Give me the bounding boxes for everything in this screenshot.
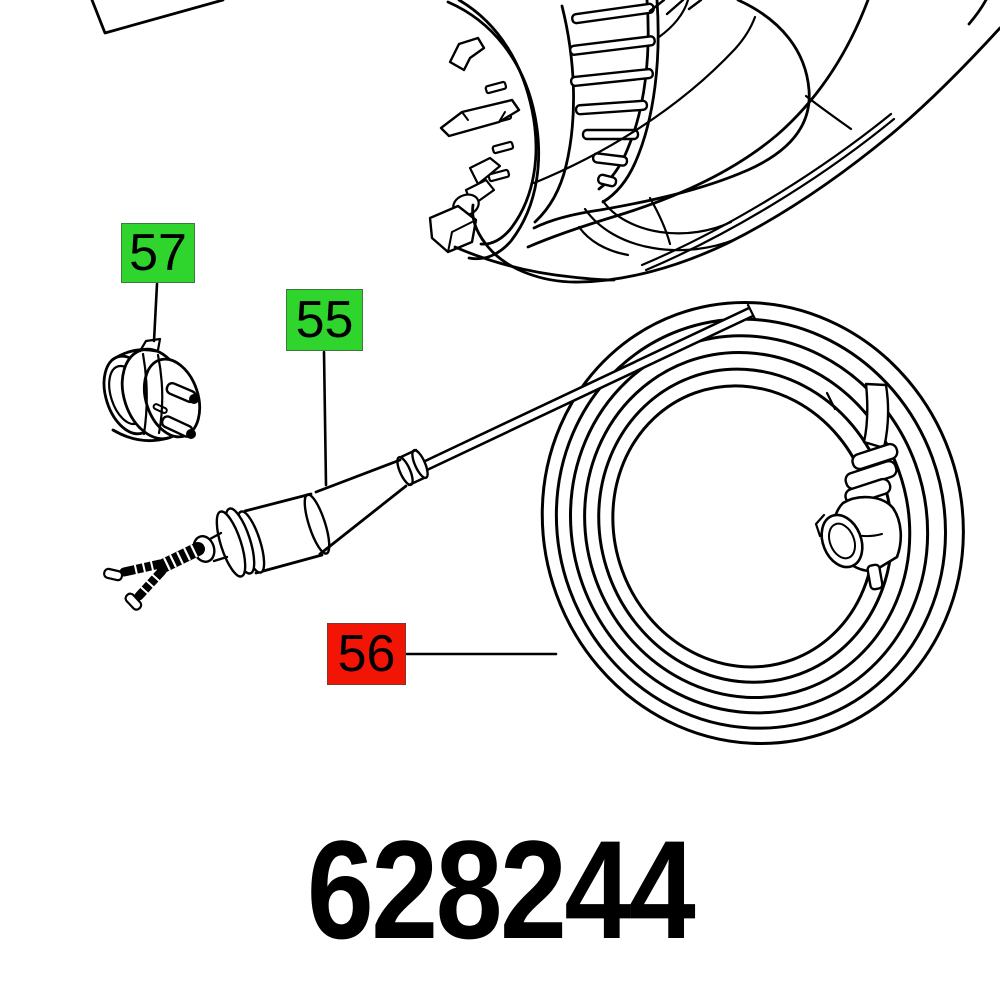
callout-label: 56 — [337, 625, 396, 683]
leader-lines — [152, 282, 558, 656]
callout-box-57[interactable]: 57 — [121, 223, 195, 283]
callout-box-56[interactable]: 56 — [327, 623, 406, 685]
mains-plug-icon — [102, 337, 202, 443]
cable-plug-icon — [814, 382, 903, 591]
callout-label: 55 — [295, 291, 354, 349]
leader-line-57 — [152, 282, 159, 343]
cutoff-part-corner-icon — [90, 0, 225, 35]
coiled-cable-icon — [540, 300, 965, 745]
callout-box-55[interactable]: 55 — [286, 289, 363, 351]
leader-line-55 — [322, 350, 328, 487]
cable-end-icon — [103, 303, 757, 611]
part-number: 628244 — [306, 811, 696, 968]
callout-label: 57 — [129, 224, 187, 282]
motor-housing-icon — [428, 0, 1000, 284]
